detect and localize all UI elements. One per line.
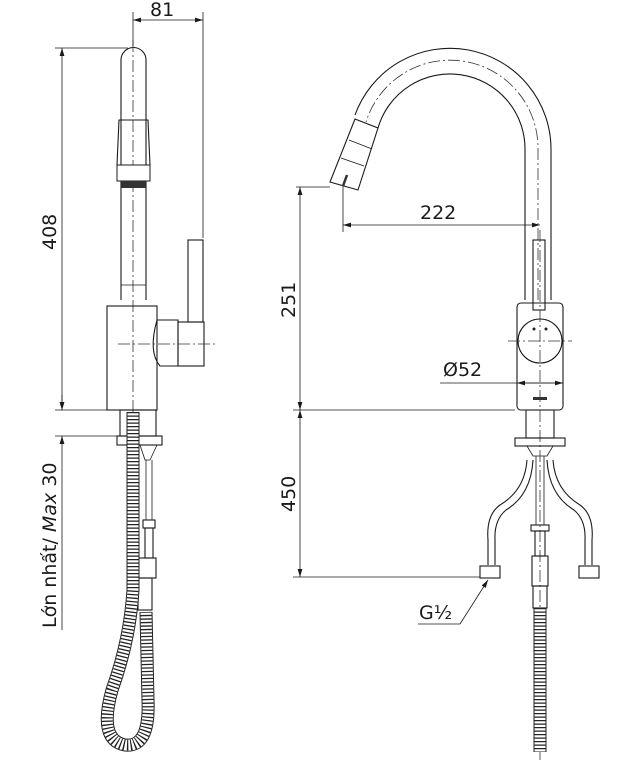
spout-tube xyxy=(120,46,147,300)
gooseneck-spout xyxy=(354,47,552,300)
dim-hose-450: 450 xyxy=(278,476,300,512)
connector-left xyxy=(479,565,501,579)
side-view: 81 408 Lớn nhất/ Max 30 xyxy=(39,0,215,752)
handle-lever xyxy=(187,239,204,323)
supply-line-left xyxy=(487,459,528,565)
spray-head xyxy=(116,119,151,166)
connector-right xyxy=(578,565,600,579)
dim-thread-g-half: G½ xyxy=(419,602,452,624)
supply-line-right xyxy=(552,459,593,565)
dim-width-81: 81 xyxy=(150,0,174,21)
dim-height-408: 408 xyxy=(39,214,61,250)
dim-reach-222: 222 xyxy=(420,202,456,224)
front-view: 222 251 450 Ø52 G½ xyxy=(278,47,600,760)
dim-height-251: 251 xyxy=(278,282,300,318)
dim-max-thickness-30: Lớn nhất/ Max 30 xyxy=(39,463,61,628)
mounting-plate-front xyxy=(514,437,566,447)
spray-head-front xyxy=(329,118,379,191)
faucet-body xyxy=(106,305,158,411)
dim-diameter-52: Ø52 xyxy=(443,359,482,381)
